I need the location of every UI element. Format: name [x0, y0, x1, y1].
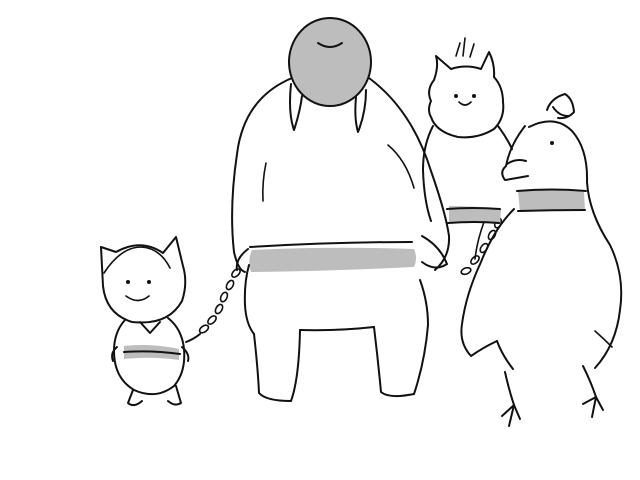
small-cat-figure	[100, 236, 201, 407]
tall-round-figure	[231, 17, 451, 402]
duck-figure	[460, 93, 623, 427]
chain-middle	[460, 217, 503, 276]
fluffy-cat-figure	[422, 37, 513, 224]
chain-left	[198, 268, 241, 334]
